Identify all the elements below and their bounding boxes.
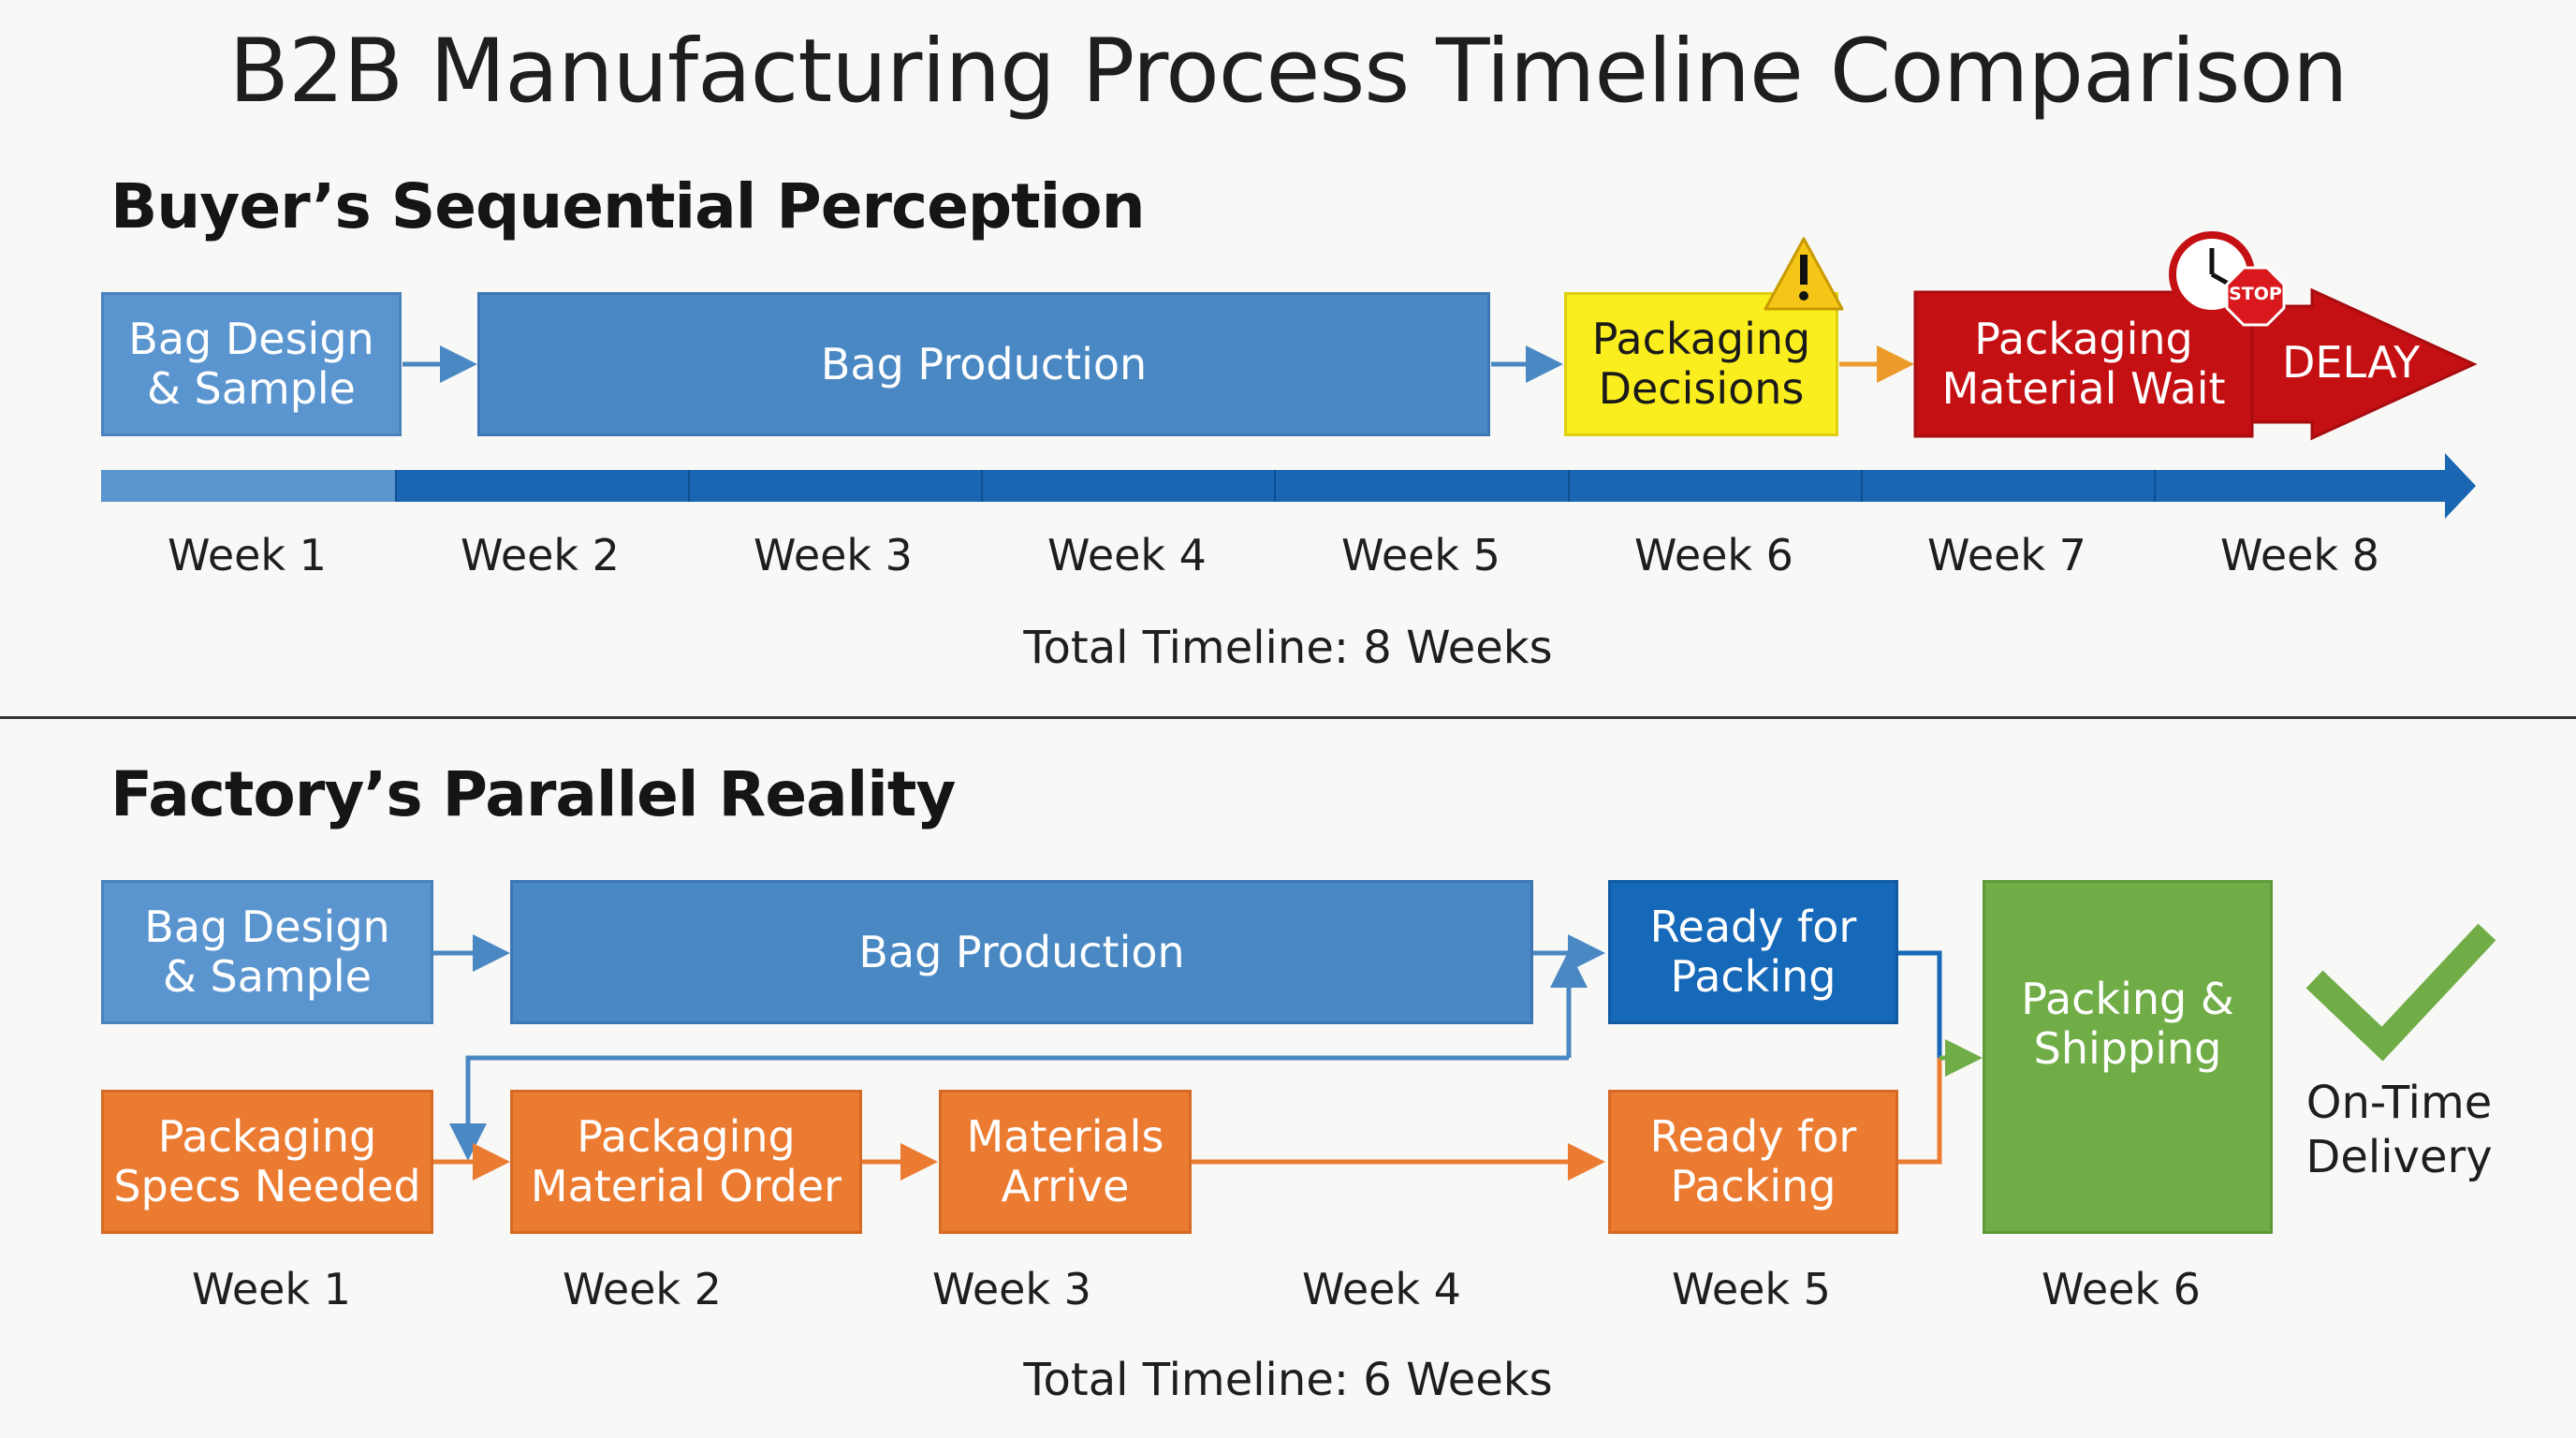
buyer-week-label: Week 7 — [1927, 530, 2086, 580]
ontime-delivery-label: On-Time Delivery — [2305, 1077, 2493, 1183]
section-divider — [0, 716, 2576, 719]
buyer-week-label: Week 8 — [2220, 530, 2379, 580]
factory-week-label: Week 5 — [1672, 1264, 1831, 1314]
factory-step-packing-shipping: Packing & Shipping — [1983, 880, 2273, 1234]
factory-arrow-feedback-down — [449, 1055, 1569, 1161]
factory-arrow-ready-top-join — [1898, 950, 1973, 1061]
buyer-week-label: Week 1 — [168, 530, 327, 580]
delay-arrow-shape — [1913, 287, 2478, 441]
factory-arrow-ready-bottom-join — [1898, 1058, 1942, 1165]
buyer-step-production: Bag Production — [477, 292, 1490, 436]
stop-sign-icon — [2225, 266, 2286, 327]
warning-icon — [1764, 237, 1844, 311]
delay-label: DELAY — [2282, 337, 2421, 388]
buyer-timeline-bar — [101, 453, 2476, 519]
factory-step-production: Bag Production — [510, 880, 1533, 1024]
factory-week-label: Week 6 — [2042, 1264, 2201, 1314]
factory-step-ready-bottom: Ready for Packing — [1608, 1090, 1898, 1234]
factory-week-label: Week 3 — [932, 1264, 1091, 1314]
factory-step-design: Bag Design & Sample — [101, 880, 433, 1024]
factory-week-label: Week 1 — [192, 1264, 351, 1314]
buyer-week-label: Week 3 — [754, 530, 913, 580]
factory-step-material-order: Packaging Material Order — [510, 1090, 862, 1234]
buyer-section-heading: Buyer’s Sequential Perception — [110, 170, 1146, 242]
buyer-step-packaging-decisions: Packaging Decisions — [1564, 292, 1838, 436]
factory-week-label: Week 2 — [563, 1264, 722, 1314]
stop-sign-text: STOP — [2229, 284, 2282, 304]
page-title: B2B Manufacturing Process Timeline Compa… — [228, 21, 2348, 123]
buyer-step-design: Bag Design & Sample — [101, 292, 402, 436]
buyer-week-label: Week 4 — [1047, 530, 1207, 580]
factory-step-materials-arrive: Materials Arrive — [939, 1090, 1192, 1234]
buyer-total-timeline: Total Timeline: 8 Weeks — [1023, 622, 1553, 674]
factory-week-label: Week 4 — [1302, 1264, 1461, 1314]
buyer-week-label: Week 2 — [461, 530, 620, 580]
factory-total-timeline: Total Timeline: 6 Weeks — [1023, 1354, 1553, 1406]
checkmark-icon — [2305, 923, 2496, 1062]
buyer-step-material-wait: Packaging Material Wait — [1941, 314, 2226, 414]
factory-section-heading: Factory’s Parallel Reality — [110, 758, 956, 830]
factory-step-ready-top: Ready for Packing — [1608, 880, 1898, 1024]
buyer-week-label: Week 6 — [1634, 530, 1793, 580]
factory-step-specs-needed: Packaging Specs Needed — [101, 1090, 433, 1234]
buyer-week-label: Week 5 — [1341, 530, 1500, 580]
